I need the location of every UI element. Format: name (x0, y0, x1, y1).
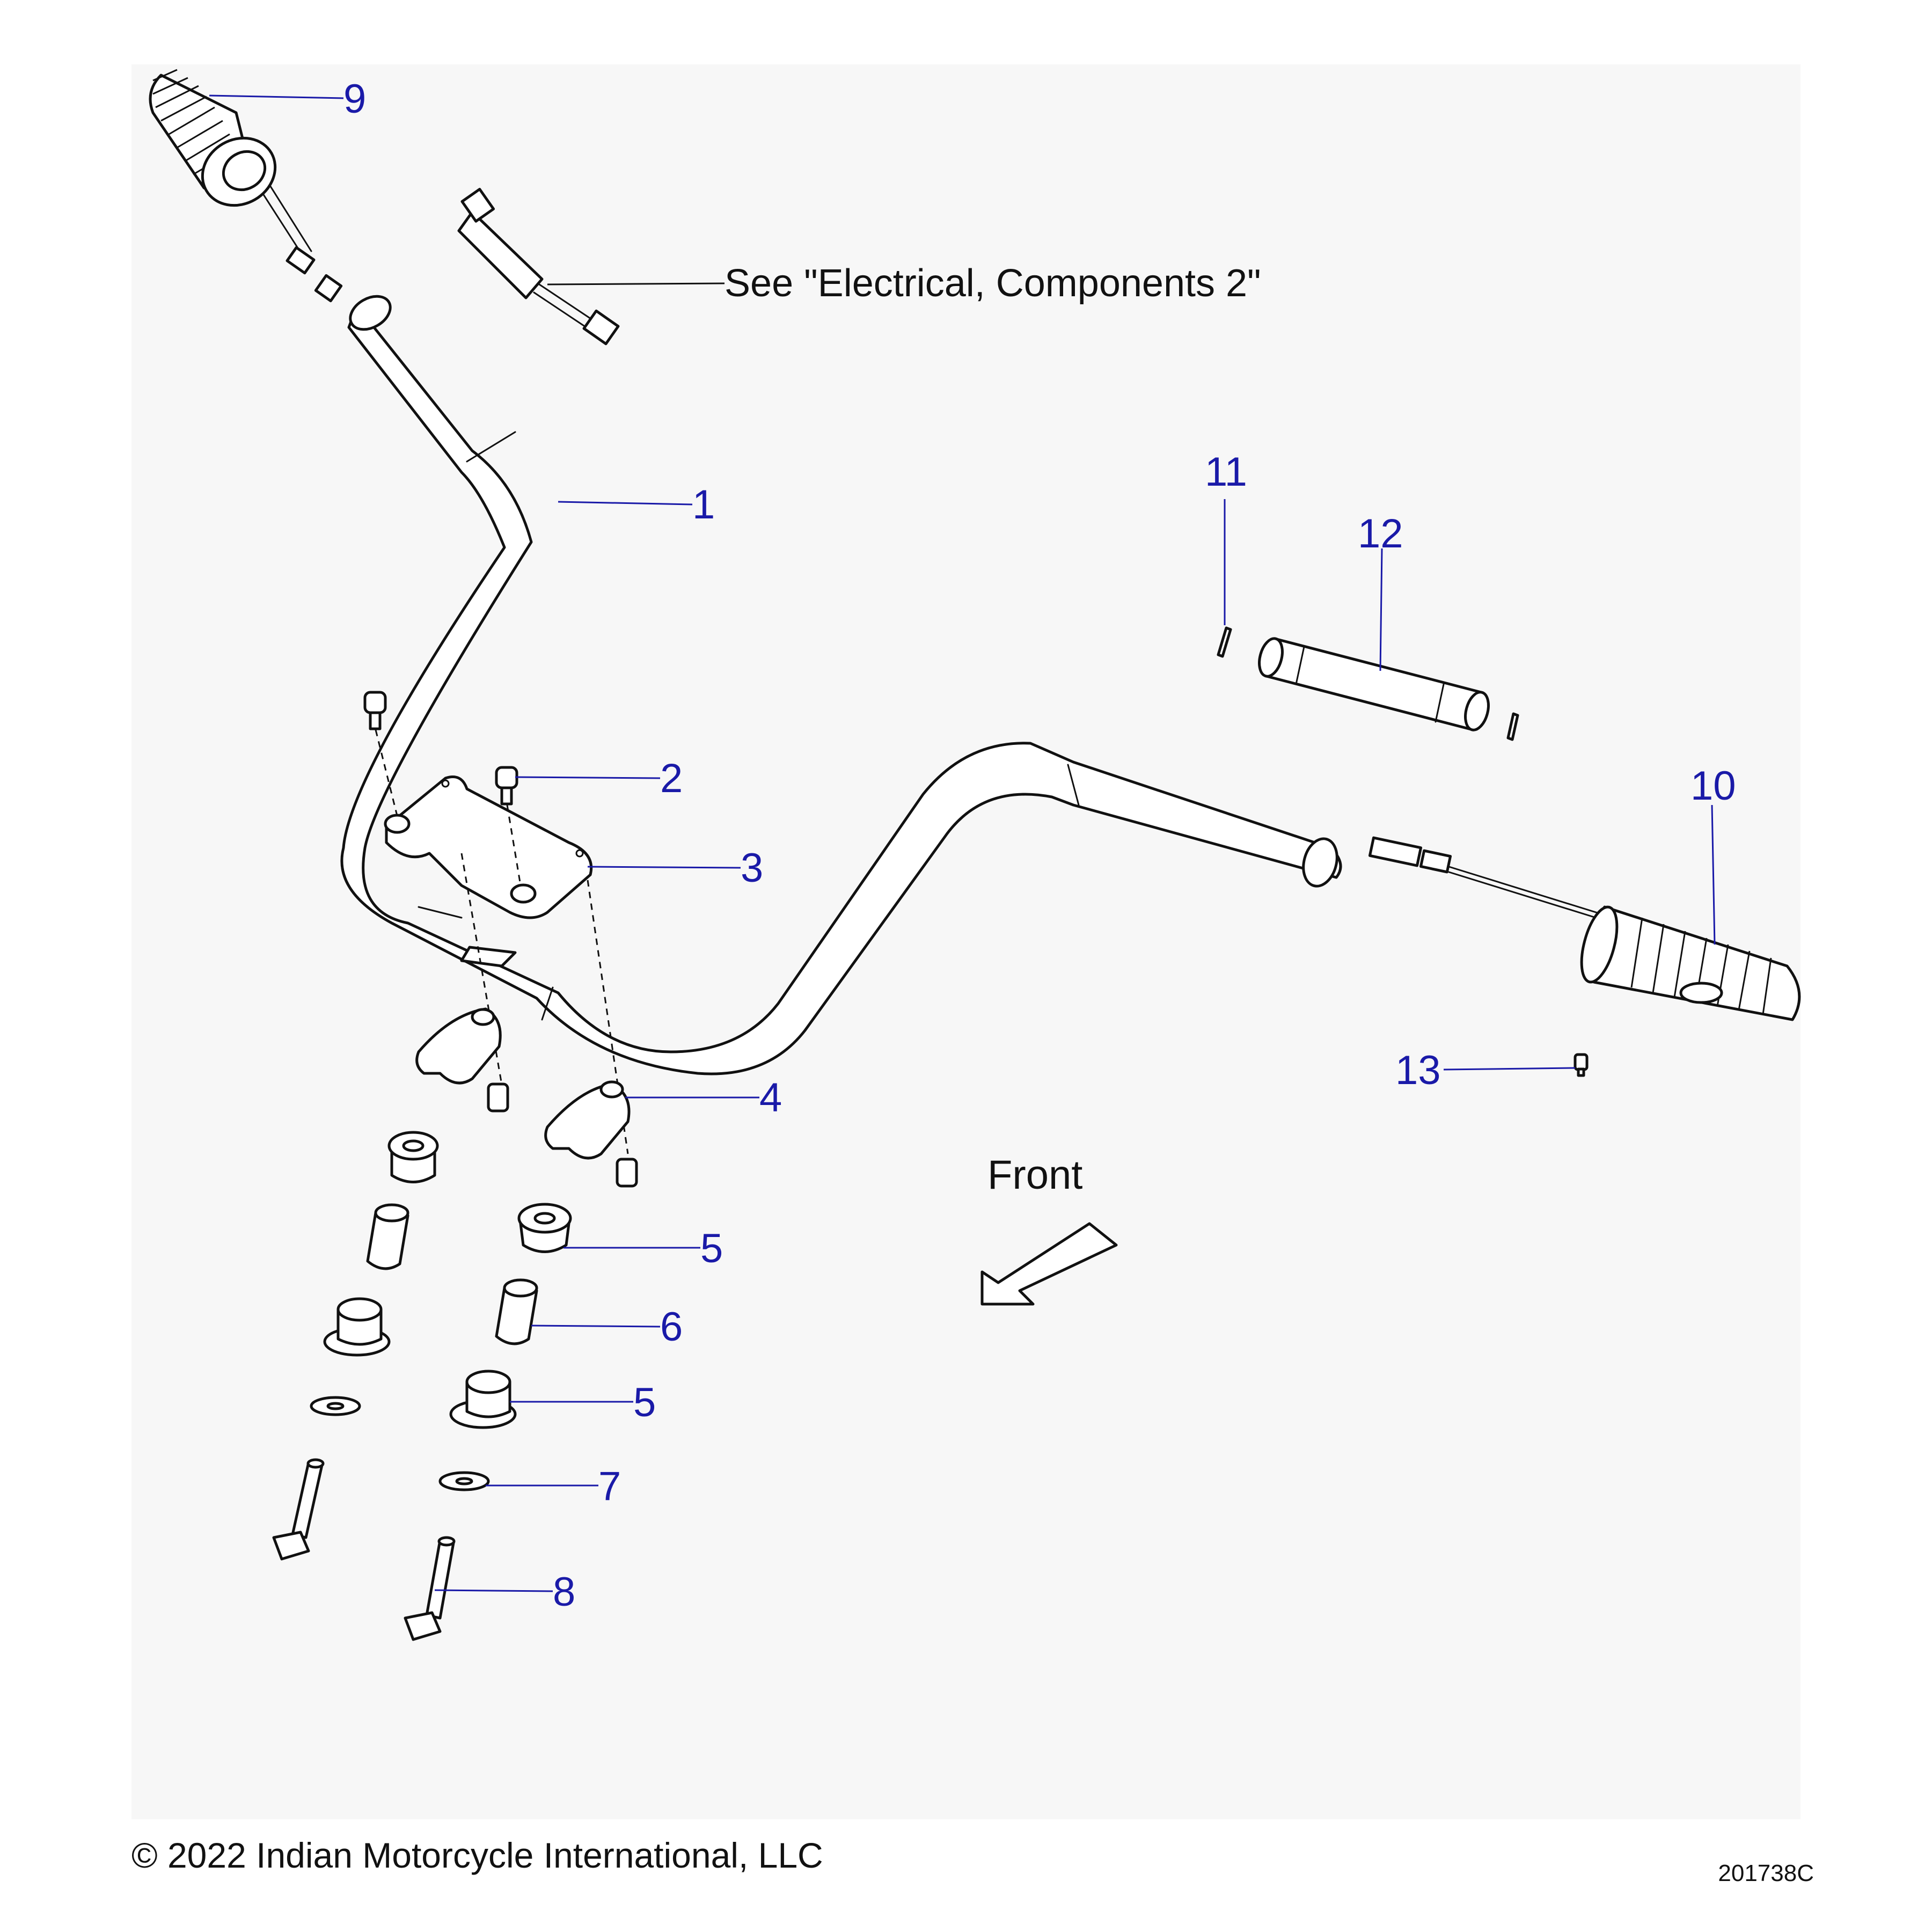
front-arrow-icon (980, 1222, 1118, 1306)
front-direction-label: Front (987, 1152, 1082, 1198)
leader-1 (558, 501, 693, 506)
pin-tube-part-12 (1258, 637, 1490, 731)
riser-clamp-part-3 (384, 775, 593, 919)
callout-1: 1 (692, 482, 715, 528)
bushing-lower-right-part-5 (449, 1370, 517, 1429)
diagram-panel (131, 64, 1801, 1819)
callout-12: 12 (1358, 511, 1403, 557)
bolt-right-part-8 (404, 1536, 456, 1641)
callout-11: 11 (1205, 449, 1247, 495)
spacer-left (366, 1203, 409, 1270)
leader-3 (587, 866, 741, 869)
clamp-screw-part-2b (495, 766, 522, 886)
clamp-screw-part-2a (363, 691, 398, 816)
copyright-notice: © 2022 Indian Motorcycle International, … (131, 1835, 823, 1875)
callout-10: 10 (1690, 763, 1736, 809)
callout-4: 4 (759, 1075, 782, 1121)
leader-10 (1711, 804, 1716, 945)
throttle-sensor-component (457, 188, 620, 346)
leader-2 (515, 776, 661, 779)
callout-7: 7 (598, 1463, 621, 1509)
leader-12 (1379, 548, 1383, 671)
leader-6 (531, 1324, 661, 1328)
callout-6: 6 (660, 1304, 683, 1350)
leader-13 (1443, 1067, 1576, 1071)
small-screw-part-13 (1574, 1053, 1589, 1077)
leader-9 (209, 94, 344, 99)
bushing-upper-left (387, 1131, 439, 1183)
lower-riser-right-part-4 (544, 1080, 638, 1188)
leader-electrical-note (547, 282, 725, 286)
washer-right-part-7 (438, 1471, 490, 1491)
callout-3: 3 (741, 845, 763, 891)
callout-5b: 5 (633, 1380, 656, 1425)
right-grip-part-10 (1368, 836, 1801, 1021)
leader-8 (434, 1589, 553, 1592)
spacer-right-part-6 (495, 1278, 538, 1345)
callout-2: 2 (660, 756, 683, 801)
figure-id: 201738C (1718, 1860, 1814, 1886)
left-grip-part-9 (149, 69, 343, 303)
retaining-pin-part-11 (1217, 626, 1519, 741)
callout-9: 9 (343, 76, 366, 122)
callout-13: 13 (1395, 1048, 1441, 1093)
callout-8: 8 (553, 1569, 575, 1615)
bushing-lower-left (323, 1297, 391, 1357)
bushing-upper-right-part-5 (517, 1203, 572, 1253)
callout-5a: 5 (700, 1226, 723, 1271)
bolt-left (272, 1458, 325, 1561)
electrical-reference-note: See "Electrical, Components 2" (724, 262, 1261, 305)
handlebar-part-1 (340, 295, 1342, 1075)
washer-left (310, 1396, 361, 1416)
lower-riser-left (415, 1007, 509, 1113)
alignment-dash-left (460, 853, 506, 1101)
